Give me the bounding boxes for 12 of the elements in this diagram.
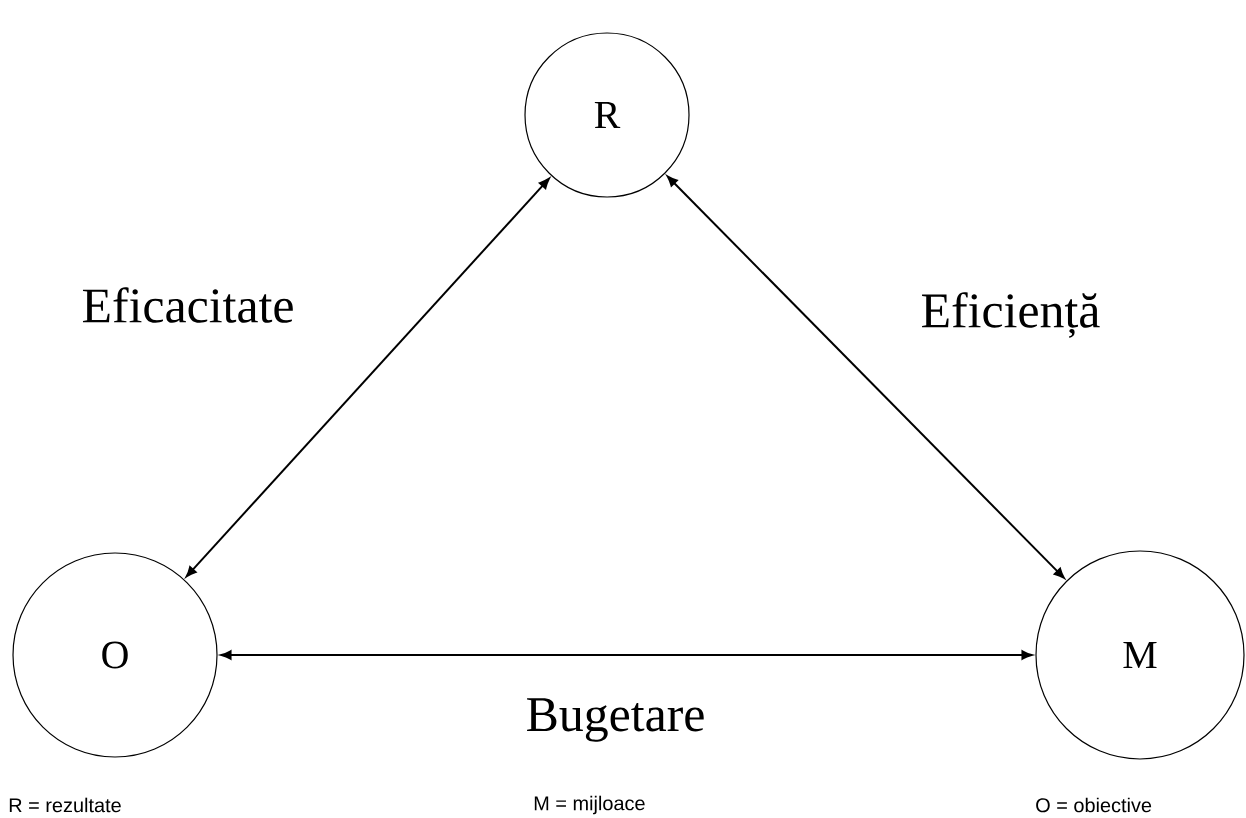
edge-label: Eficacitate bbox=[83, 287, 293, 323]
circle-node: R bbox=[524, 32, 690, 198]
double-arrow bbox=[185, 177, 550, 578]
legend-text: M = mijloace bbox=[534, 795, 645, 815]
edge-label: Bugetare bbox=[527, 698, 704, 742]
circle-node: M bbox=[1035, 550, 1245, 760]
double-arrow bbox=[220, 650, 1033, 660]
legend-text: O = obiective bbox=[1036, 797, 1152, 813]
legend-text: R = rezultate bbox=[9, 797, 121, 813]
edge-label: Eficiență bbox=[922, 292, 1100, 338]
circle-node: O bbox=[12, 552, 218, 758]
double-arrow bbox=[666, 175, 1065, 579]
